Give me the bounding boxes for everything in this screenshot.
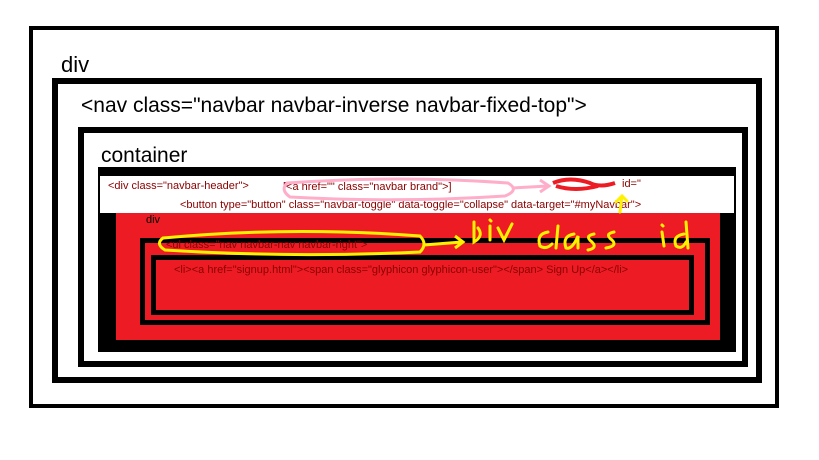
li-code: <li><a href="signup.html"><span class="g… — [174, 264, 629, 276]
ul-code: <ul class="nav navbar-nav navbar-right"> — [166, 239, 368, 251]
red-scribble — [552, 177, 616, 191]
container-label: container — [101, 144, 188, 167]
yellow-hand-class — [537, 224, 616, 252]
nav-box — [52, 78, 762, 383]
inner-div-label: div — [146, 214, 161, 226]
struck-fragment: id=" — [622, 178, 641, 190]
yellow-hand-div — [472, 218, 514, 245]
yellow-highlight — [158, 229, 426, 257]
navbar-header-code: <div class="navbar-header"> — [108, 180, 249, 192]
pink-highlight — [282, 177, 515, 202]
yellow-up-arrow — [614, 193, 629, 214]
nav-label: <nav class="navbar navbar-inverse navbar… — [81, 94, 587, 117]
anchor-brand-code: [<a href="" class="navbar brand">] — [283, 181, 452, 193]
red-li-box — [151, 255, 694, 315]
outer-div-label: div — [61, 52, 90, 77]
outer-div-box — [29, 26, 779, 408]
yellow-hand-id — [660, 220, 690, 250]
navbar-header-strip — [100, 176, 734, 213]
button-code: <button type="button" class="navbar-togg… — [180, 199, 642, 211]
pink-arrow — [511, 178, 552, 194]
container-box — [78, 127, 748, 367]
yellow-arrow — [423, 234, 466, 250]
